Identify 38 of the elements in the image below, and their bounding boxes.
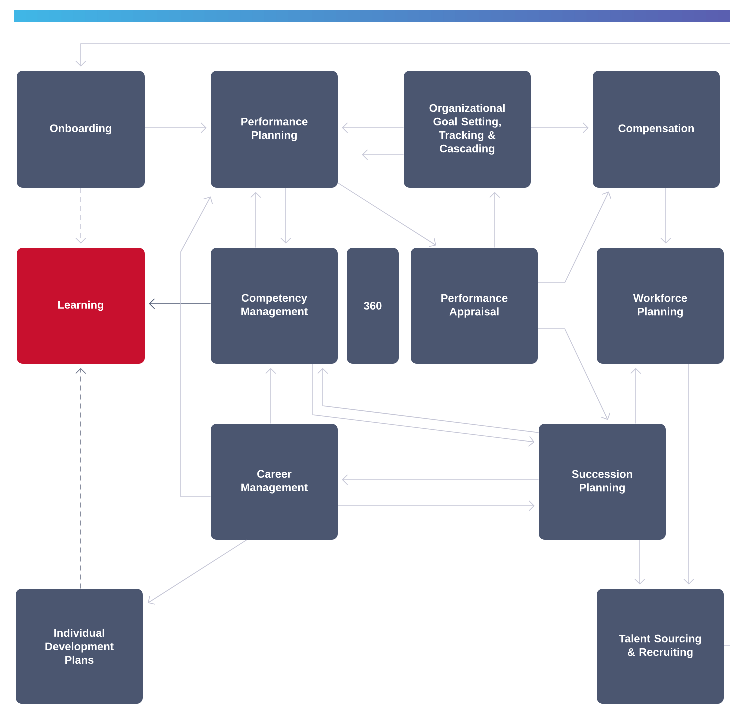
- arrow: [76, 44, 730, 67]
- process-box: Performance Appraisal: [411, 248, 538, 364]
- process-box: Learning: [17, 248, 145, 364]
- process-box: Succession Planning: [539, 424, 666, 540]
- process-box: 360: [347, 248, 399, 364]
- process-box: Competency Management: [211, 248, 338, 364]
- arrow: [630, 368, 642, 424]
- arrow: [538, 328, 611, 420]
- arrow: [342, 122, 404, 134]
- arrow: [342, 474, 540, 486]
- arrow: [318, 368, 540, 434]
- process-box: Organizational Goal Setting, Tracking & Cascading: [404, 71, 531, 188]
- arrow: [660, 188, 672, 244]
- process-box: Compensation: [593, 71, 720, 188]
- arrow: [250, 192, 262, 248]
- arrow: [362, 150, 404, 160]
- arrow: [312, 364, 535, 447]
- process-box: Workforce Planning: [597, 248, 724, 364]
- process-box: Performance Planning: [211, 71, 338, 188]
- arrow: [634, 540, 646, 585]
- arrow: [280, 188, 292, 244]
- arrow: [149, 298, 212, 310]
- arrow: [338, 182, 436, 248]
- arrow: [76, 188, 86, 244]
- arrow: [144, 122, 207, 134]
- arrow: [538, 192, 612, 284]
- process-box: Individual Development Plans: [16, 589, 143, 704]
- arrow: [180, 196, 214, 498]
- arrow: [148, 540, 248, 605]
- process-box: Career Management: [211, 424, 338, 540]
- arrow: [490, 192, 500, 248]
- arrow: [76, 368, 86, 590]
- arrow: [266, 368, 276, 424]
- arrow: [338, 500, 535, 512]
- process-box: Onboarding: [17, 71, 145, 188]
- process-box: Talent Sourcing & Recruiting: [597, 589, 724, 704]
- arrow: [684, 364, 694, 585]
- arrow: [530, 122, 589, 134]
